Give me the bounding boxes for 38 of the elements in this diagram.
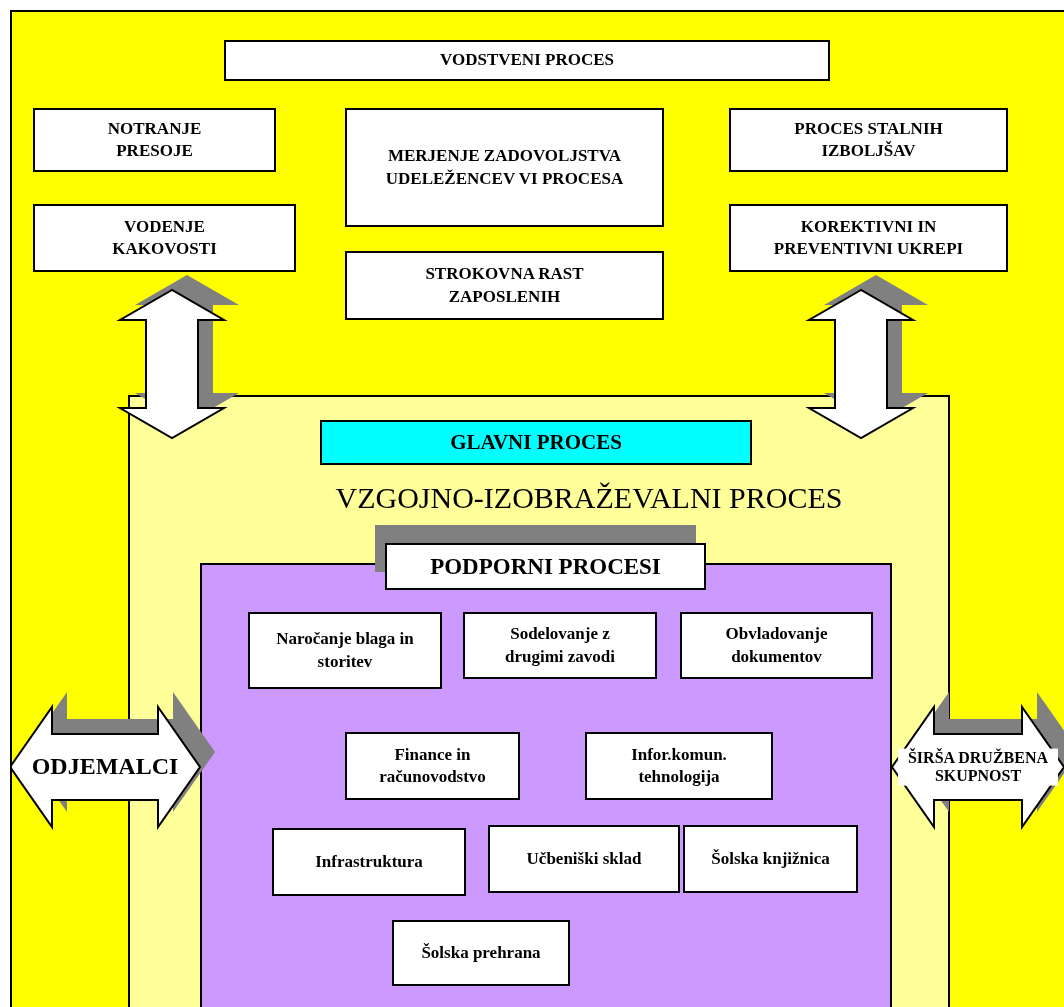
area-title: VZGOJNO-IZOBRAŽEVALNI PROCES [334,481,844,515]
process-box [729,204,1008,272]
double-arrow [805,275,928,440]
box-label: Infor.komun. tehnologija [630,743,728,788]
process-box [248,612,442,689]
box-label: Infrastruktura [314,850,424,873]
box-label: KOREKTIVNI IN PREVENTIVNI UKREPI [772,215,965,260]
process-box [345,732,520,800]
box-label: Finance in računovodstvo [378,743,487,788]
box-label: PROCES STALNIH IZBOLJŠAV [793,117,944,162]
process-box [463,612,657,679]
box-label: Obvladovanje dokumentov [724,623,829,668]
box-label: GLAVNI PROCES [449,428,623,456]
box-label: VODENJE KAKOVOSTI [111,215,218,260]
process-box [585,732,773,800]
edge-label: ŠIRŠA DRUŽBENA SKUPNOST [898,748,1058,786]
box-label: STROKOVNA RAST ZAPOSLENIH [424,263,585,308]
process-box [488,825,680,893]
box-label: NOTRANJE PRESOJE [106,117,203,162]
box-label: Šolska knjižnica [710,847,831,870]
box-label: MERJENJE ZADOVOLJSTVA UDELEŽENCEV VI PROCESA [384,145,625,190]
process-box [33,108,276,172]
box-label: Učbeniški sklad [525,847,643,870]
process-box [683,825,858,893]
process-box [680,612,873,679]
box-label: VODSTVENI PROCES [439,49,615,72]
process-box [392,920,570,986]
box-label: Naročanje blaga in storitev [275,628,415,673]
process-box [345,108,664,227]
process-box [33,204,296,272]
box-label: Šolska prehrana [420,941,542,964]
process-box [729,108,1008,172]
double-arrow [116,275,239,440]
box-label: Sodelovanje z drugimi zavodi [503,623,616,668]
process-box [272,828,466,896]
process-box [320,420,752,465]
process-box [224,40,830,81]
process-box [345,251,664,320]
